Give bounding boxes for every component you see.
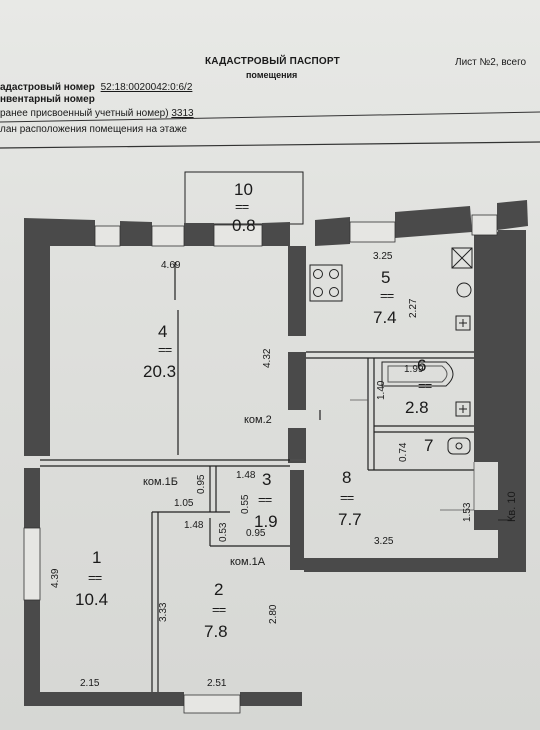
door-marks	[290, 399, 475, 511]
dim-4-69: 4.69	[161, 260, 181, 271]
label-apartment-10: Кв. 10	[506, 491, 518, 522]
dim-2-51: 2.51	[207, 678, 227, 689]
room-8-separator: ==	[340, 490, 354, 505]
dim-2-15: 2.15	[80, 678, 100, 689]
label-kom1b: ком.1Б	[143, 476, 179, 488]
dim-0-95-b: 0.95	[246, 528, 266, 539]
dim-1-48-a: 1.48	[236, 470, 256, 481]
room-4-number: 4	[158, 322, 168, 341]
header-rule	[0, 111, 540, 123]
previous-number-label: ранее присвоенный учетный номер)	[0, 108, 169, 119]
inventory-number-label: нвентарный номер	[0, 94, 95, 105]
dim-0-74: 0.74	[398, 442, 409, 462]
room-3-separator: ==	[258, 492, 272, 507]
room-5-number: 5	[381, 268, 391, 287]
floor-plan-caption: лан расположения помещения на этаже	[0, 124, 187, 135]
dim-3-25-bottom: 3.25	[374, 536, 394, 547]
label-kom2: ком.2	[244, 414, 272, 426]
kitchen-sink-icon	[451, 247, 473, 298]
dim-1-48-b: 1.48	[184, 520, 204, 531]
socket-icon	[455, 315, 471, 331]
stove-icon	[309, 264, 343, 302]
cadastral-number-row: адастровый номер 52:18:0020042:0:6/2	[0, 82, 192, 93]
dim-3-25-top: 3.25	[373, 251, 393, 262]
room-8-area: 7.7	[338, 510, 362, 529]
dim-0-53: 0.53	[218, 522, 229, 542]
room-1-area: 10.4	[75, 590, 109, 609]
dim-2-80: 2.80	[268, 604, 279, 624]
dim-3-33: 3.33	[158, 602, 169, 622]
room-2-number: 2	[214, 580, 224, 599]
room-3-number: 3	[262, 470, 272, 489]
document-title: КАДАСТРОВЫЙ ПАСПОРТ	[205, 56, 340, 67]
label-kom1a: ком.1А	[230, 556, 266, 568]
room-5-area: 7.4	[373, 308, 397, 327]
dim-4-32: 4.32	[262, 348, 273, 368]
room-4-separator: ==	[158, 342, 172, 357]
room-1-number: 1	[92, 548, 102, 567]
dim-1-40: 1.40	[376, 380, 387, 400]
dim-1-99: 1.99	[404, 364, 424, 375]
document-subtitle: помещения	[246, 70, 298, 80]
dim-0-55: 0.55	[240, 494, 251, 514]
room-6-number: 6	[417, 356, 427, 375]
room-1-separator: ==	[88, 570, 102, 585]
dim-1-05: 1.05	[174, 498, 194, 509]
dim-2-27: 2.27	[408, 298, 419, 318]
cadastral-number-label: адастровый номер	[0, 82, 95, 93]
dim-0-95-a: 0.95	[196, 474, 207, 494]
room-10-number: 10	[234, 180, 253, 199]
partitions	[40, 262, 474, 692]
room-10-area: 0.8	[232, 216, 256, 235]
room-2-separator: ==	[212, 602, 226, 617]
toilet-icon	[447, 437, 471, 455]
outer-walls	[24, 200, 528, 706]
room-4-area: 20.3	[143, 362, 177, 381]
socket-icon	[455, 401, 471, 417]
sheet-number: Лист №2, всего	[455, 57, 527, 68]
windows	[23, 214, 498, 714]
dim-4-39: 4.39	[50, 568, 61, 588]
room-7-number: 7	[424, 436, 434, 455]
room-10-separator: ==	[235, 199, 249, 214]
room-10-outline	[184, 171, 304, 225]
previous-number-value: 3313	[171, 108, 194, 119]
room-6-separator: ==	[418, 378, 432, 393]
previous-number-row: ранее присвоенный учетный номер) 3313	[0, 108, 194, 119]
cadastral-number-value: 52:18:0020042:0:6/2	[100, 82, 193, 93]
room-3-area: 1.9	[254, 512, 278, 531]
room-5-separator: ==	[380, 288, 394, 303]
header-rule	[0, 141, 540, 149]
room-2-area: 7.8	[204, 622, 228, 641]
room-8-number: 8	[342, 468, 352, 487]
dim-1-53: 1.53	[462, 502, 473, 522]
room-6-area: 2.8	[405, 398, 429, 417]
bathtub-icon	[381, 361, 454, 387]
